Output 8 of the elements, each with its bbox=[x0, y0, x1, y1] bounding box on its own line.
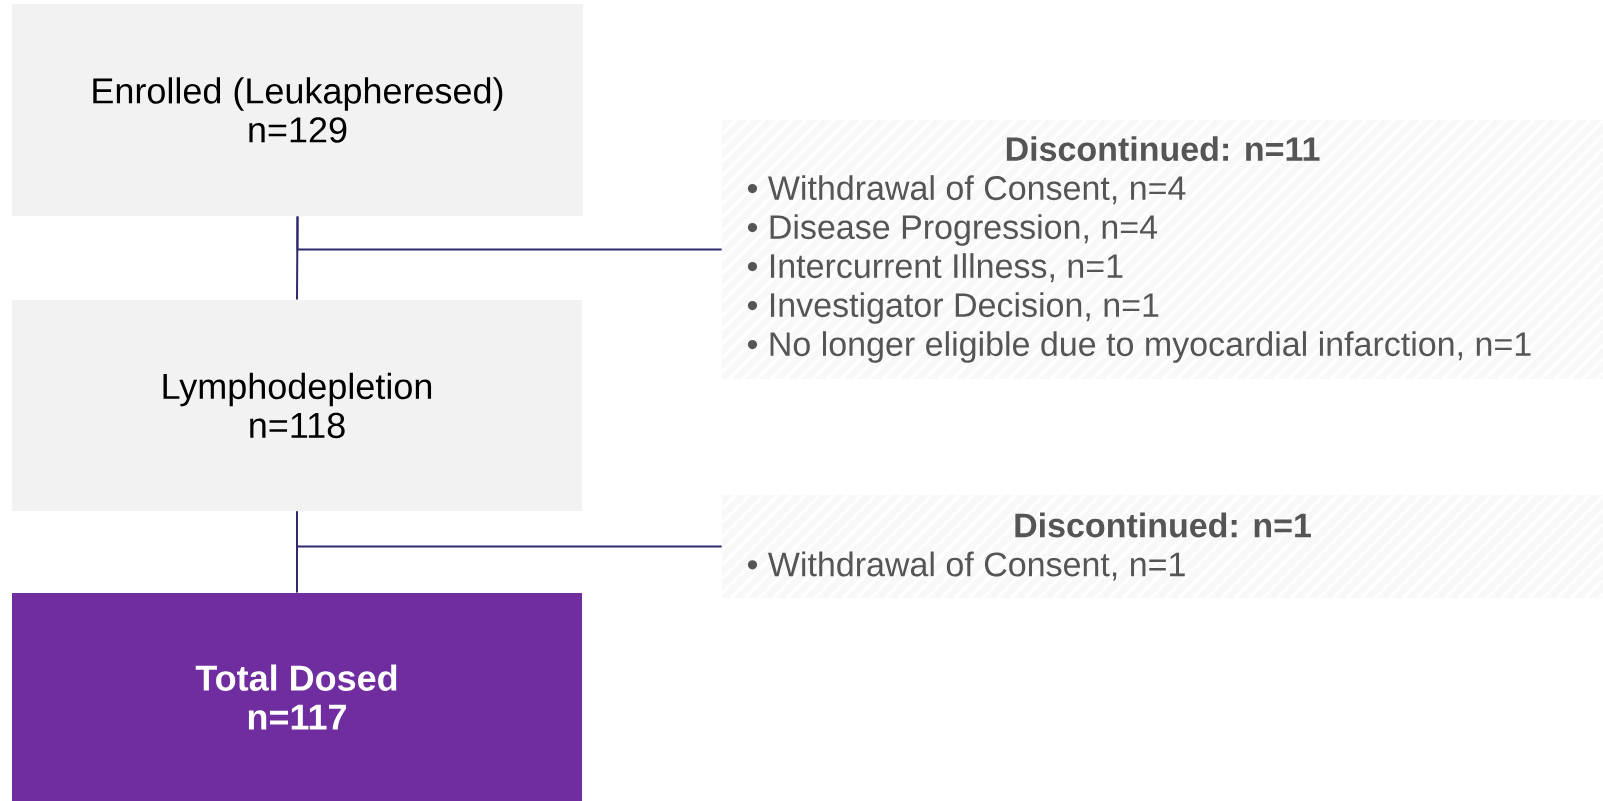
connector-line bbox=[296, 510, 723, 548]
connector-line bbox=[296, 215, 299, 301]
stage-box: Lymphodepletion n=118 bbox=[12, 300, 582, 511]
reasons-box: Discontinued: n=11 • Withdrawal of Consent, n=4 • Disease Progression, n=4 • Intercurrent Illness, n=1 • Investigator Decision, n=1 • No longer eligible due to myocardial infarction, n=1 bbox=[720, 118, 1603, 381]
connector-line bbox=[296, 215, 723, 251]
stage-box: Total Dosed n=117 bbox=[12, 593, 582, 801]
reasons-box: Discontinued: n=1 • Withdrawal of Consent, n=1 bbox=[720, 493, 1603, 600]
stage-box: Enrolled (Leukapheresed) n=129 bbox=[12, 4, 583, 216]
